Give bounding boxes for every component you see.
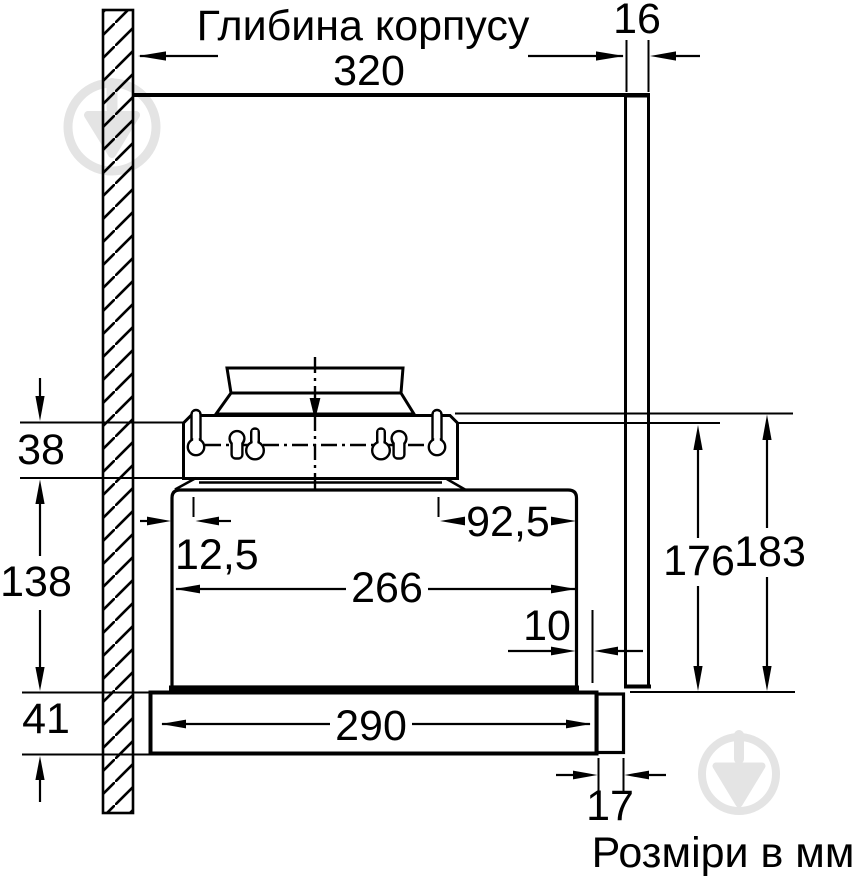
dim-label-visor-height: 41: [22, 695, 70, 743]
dim-label-hook-height: 176: [663, 537, 735, 585]
dim-label-top-offset: 38: [17, 426, 65, 474]
dimension-arrowheads: [35, 51, 772, 780]
watermark-logo-bottom-right: [698, 730, 780, 815]
keyhole-slot-interiors: [189, 412, 444, 458]
visor-front-edge: [595, 692, 626, 755]
dim-label-left-inset: 12,5: [175, 531, 259, 579]
plate-foot-right: [444, 476, 466, 491]
dim-label-right-inset: 92,5: [466, 498, 550, 546]
cabinet-side-panel: [624, 94, 650, 688]
hood-body: [170, 488, 579, 689]
axis-arrowhead-down: [309, 398, 321, 420]
dim-label-panel-thickness: 16: [613, 0, 661, 43]
dim-label-body-height: 138: [0, 558, 72, 606]
dim-label-total-height: 183: [734, 528, 806, 576]
plate-foot-left: [174, 476, 197, 491]
dim-label-cabinet-depth: 320: [333, 47, 405, 95]
dim-label-visor-width: 290: [335, 702, 407, 750]
diagram-title: Глибина корпусу: [197, 2, 530, 50]
units-note: Розміри в мм: [592, 829, 855, 877]
wall-hatched: [101, 8, 135, 815]
dim-label-body-width: 266: [351, 564, 423, 612]
dim-label-visor-thickness: 17: [586, 782, 634, 830]
mounting-plate: [182, 414, 459, 480]
extension-lines: [20, 40, 795, 792]
dim-label-rear-gap: 10: [523, 602, 571, 650]
